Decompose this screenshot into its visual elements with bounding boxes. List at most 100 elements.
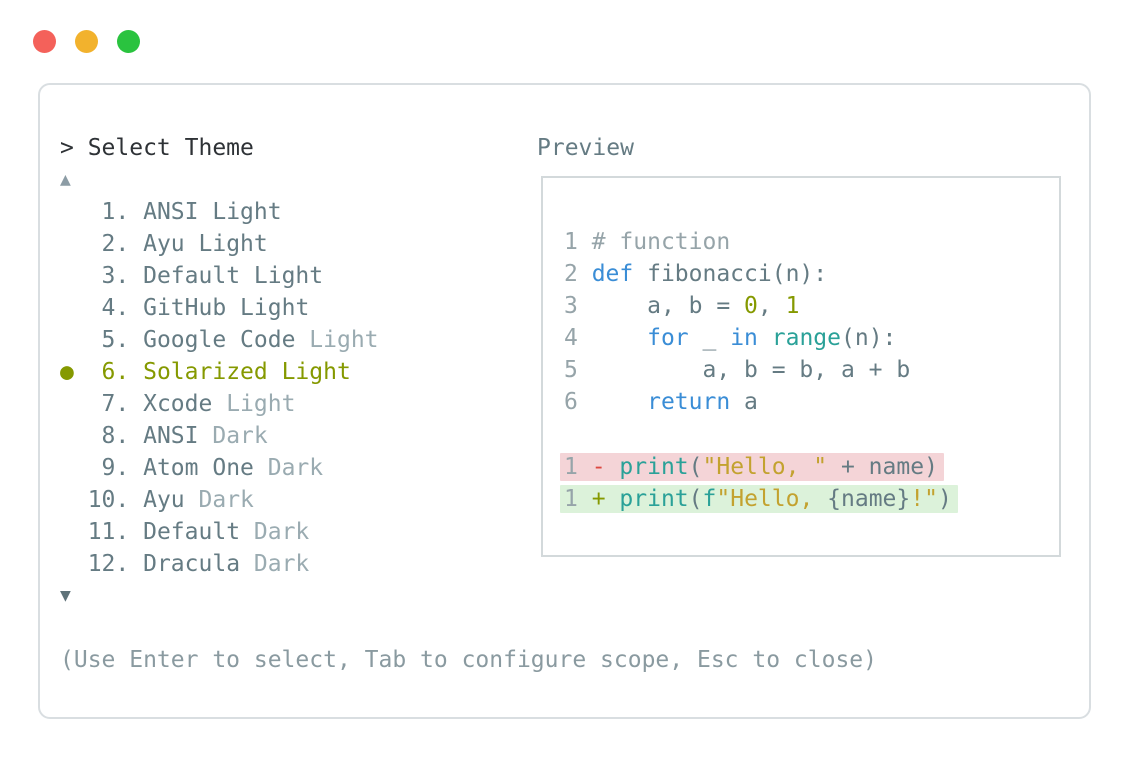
- marker-space: [60, 199, 74, 225]
- theme-item-name: Default: [143, 519, 241, 545]
- close-button[interactable]: [33, 30, 56, 53]
- line-number: 1: [564, 453, 592, 480]
- marker-space: [60, 391, 74, 417]
- code-line: 5 a, b = b, a + b: [564, 354, 1059, 386]
- code-line: 6 return a: [564, 386, 1059, 418]
- theme-item-variant: Dark: [240, 519, 310, 545]
- code-segment: ,: [757, 293, 786, 319]
- theme-item[interactable]: 8. ANSI Dark: [60, 420, 379, 452]
- diff-sample: 1 - print("Hello, " + name)1 + print(f"H…: [560, 450, 1059, 514]
- code-segment: a, b =: [591, 293, 745, 319]
- theme-item-variant: Light: [184, 231, 268, 257]
- theme-item-number: 7.: [73, 391, 144, 417]
- code-segment: a: [730, 389, 758, 415]
- theme-item-variant: Dark: [184, 487, 254, 513]
- marker-space: [60, 487, 74, 513]
- scroll-up-icon: ▲: [60, 169, 71, 190]
- code-line: 3 a, b = 0, 1: [564, 290, 1059, 322]
- diff-line-removed: 1 - print("Hello, " + name): [560, 450, 1059, 482]
- theme-item-number: 10.: [73, 487, 144, 513]
- code-segment: # function: [591, 229, 731, 255]
- theme-item-number: 6.: [73, 359, 144, 385]
- theme-item-number: 4.: [73, 295, 144, 321]
- window-controls: [33, 30, 140, 53]
- theme-item[interactable]: ● 6. Solarized Light: [60, 356, 379, 388]
- code-segment: "Hello, ": [702, 453, 828, 480]
- theme-item[interactable]: 11. Default Dark: [60, 516, 379, 548]
- minimize-button[interactable]: [75, 30, 98, 53]
- code-segment: !": [910, 485, 938, 512]
- code-segment: "Hello,: [716, 485, 828, 512]
- line-number: 4: [564, 325, 592, 351]
- prompt: > Select Theme: [60, 135, 254, 161]
- marker-space: [60, 295, 74, 321]
- marker-space: [60, 423, 74, 449]
- theme-item-variant: Dark: [240, 551, 310, 577]
- line-number: 6: [564, 389, 592, 415]
- code-segment: 0: [744, 293, 758, 319]
- zoom-button[interactable]: [117, 30, 140, 53]
- diff-highlight-removed: 1 - print("Hello, " + name): [560, 452, 944, 481]
- code-segment: def: [591, 261, 634, 287]
- code-segment: [592, 389, 647, 415]
- theme-item-name: ANSI: [143, 199, 199, 225]
- preview-label: Preview: [537, 135, 634, 161]
- theme-item-number: 9.: [73, 455, 144, 481]
- theme-item[interactable]: 9. Atom One Dark: [60, 452, 379, 484]
- theme-item-name: Google Code: [143, 327, 296, 353]
- code-segment: print: [619, 453, 689, 480]
- theme-item[interactable]: 4. GitHub Light: [60, 292, 379, 324]
- theme-item-name: GitHub: [143, 295, 227, 321]
- code-segment: range: [771, 325, 841, 351]
- code-segment: a, b = b, a + b: [591, 357, 911, 383]
- line-number: 2: [564, 261, 592, 287]
- theme-item[interactable]: 10. Ayu Dark: [60, 484, 379, 516]
- code-segment: f: [702, 485, 717, 512]
- theme-item-name: Ayu: [143, 487, 185, 513]
- theme-item-name: Ayu: [143, 231, 185, 257]
- code-segment: fibonacci(n):: [633, 261, 828, 287]
- line-number: 1: [564, 485, 592, 512]
- theme-item-variant: Light: [295, 327, 379, 353]
- theme-item-variant: Light: [226, 295, 310, 321]
- theme-item-variant: Dark: [253, 455, 324, 481]
- theme-item[interactable]: 2. Ayu Light: [60, 228, 379, 260]
- theme-item-variant: Light: [198, 199, 282, 225]
- scroll-down-icon: ▼: [60, 585, 71, 606]
- marker-space: [60, 263, 74, 289]
- theme-item[interactable]: 12. Dracula Dark: [60, 548, 379, 580]
- theme-item-number: 11.: [73, 519, 144, 545]
- code-segment: in: [730, 325, 758, 351]
- code-line: 2 def fibonacci(n):: [564, 258, 1059, 290]
- theme-item-number: 3.: [73, 263, 144, 289]
- theme-item[interactable]: 3. Default Light: [60, 260, 379, 292]
- code-segment: [758, 325, 772, 351]
- theme-item-number: 12.: [73, 551, 144, 577]
- line-number: 3: [564, 293, 592, 319]
- code-segment: return: [647, 389, 731, 415]
- theme-item-name: ANSI: [143, 423, 199, 449]
- diff-line-added: 1 + print(f"Hello, {name}!"): [560, 482, 1059, 514]
- code-segment: 1: [785, 293, 800, 319]
- theme-item-number: 5.: [73, 327, 144, 353]
- hint-text: (Use Enter to select, Tab to configure s…: [60, 647, 877, 673]
- code-segment: +: [591, 485, 620, 512]
- code-line: 1 # function: [564, 226, 1059, 258]
- code-segment: _: [688, 325, 731, 351]
- selected-bullet-icon: ●: [60, 359, 74, 385]
- theme-item[interactable]: 7. Xcode Light: [60, 388, 379, 420]
- theme-items: 1. ANSI Light 2. Ayu Light 3. Default Li…: [60, 196, 379, 580]
- line-number: 5: [564, 357, 592, 383]
- code-segment: -: [591, 453, 620, 480]
- theme-item-name: Dracula: [143, 551, 241, 577]
- theme-item-variant: Light: [267, 359, 351, 385]
- theme-item-variant: Dark: [198, 423, 268, 449]
- theme-item[interactable]: 1. ANSI Light: [60, 196, 379, 228]
- theme-item-variant: Light: [212, 391, 296, 417]
- code-segment: for: [647, 325, 689, 351]
- theme-selector-window: > Select Theme ▲ 1. ANSI Light 2. Ayu Li…: [38, 83, 1091, 719]
- theme-item[interactable]: 5. Google Code Light: [60, 324, 379, 356]
